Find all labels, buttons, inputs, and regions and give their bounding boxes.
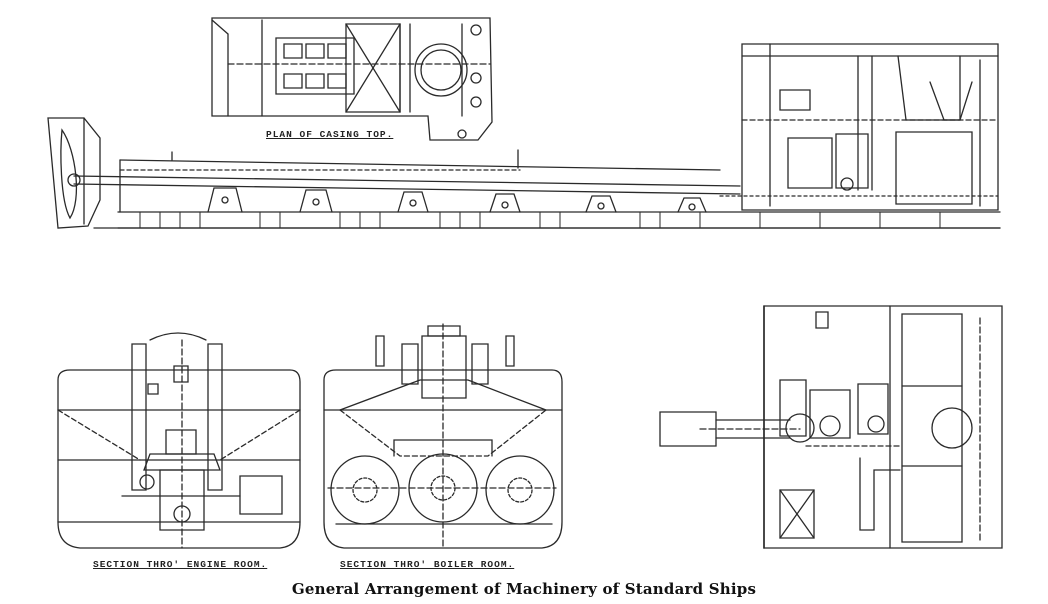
label-plan-casing-top: PLAN OF CASING TOP.	[266, 129, 394, 140]
label-section-engine-room: SECTION THRO' ENGINE ROOM.	[93, 559, 268, 570]
machinery-plan-view	[660, 306, 1002, 548]
longitudinal-elevation-view	[48, 44, 1000, 228]
engine-room-section-view	[58, 333, 300, 548]
boiler-room-section-view	[324, 324, 562, 548]
label-section-boiler-room: SECTION THRO' BOILER ROOM.	[340, 559, 515, 570]
plan-casing-top-view	[212, 18, 492, 140]
figure-caption: General Arrangement of Machinery of Stan…	[291, 580, 757, 598]
